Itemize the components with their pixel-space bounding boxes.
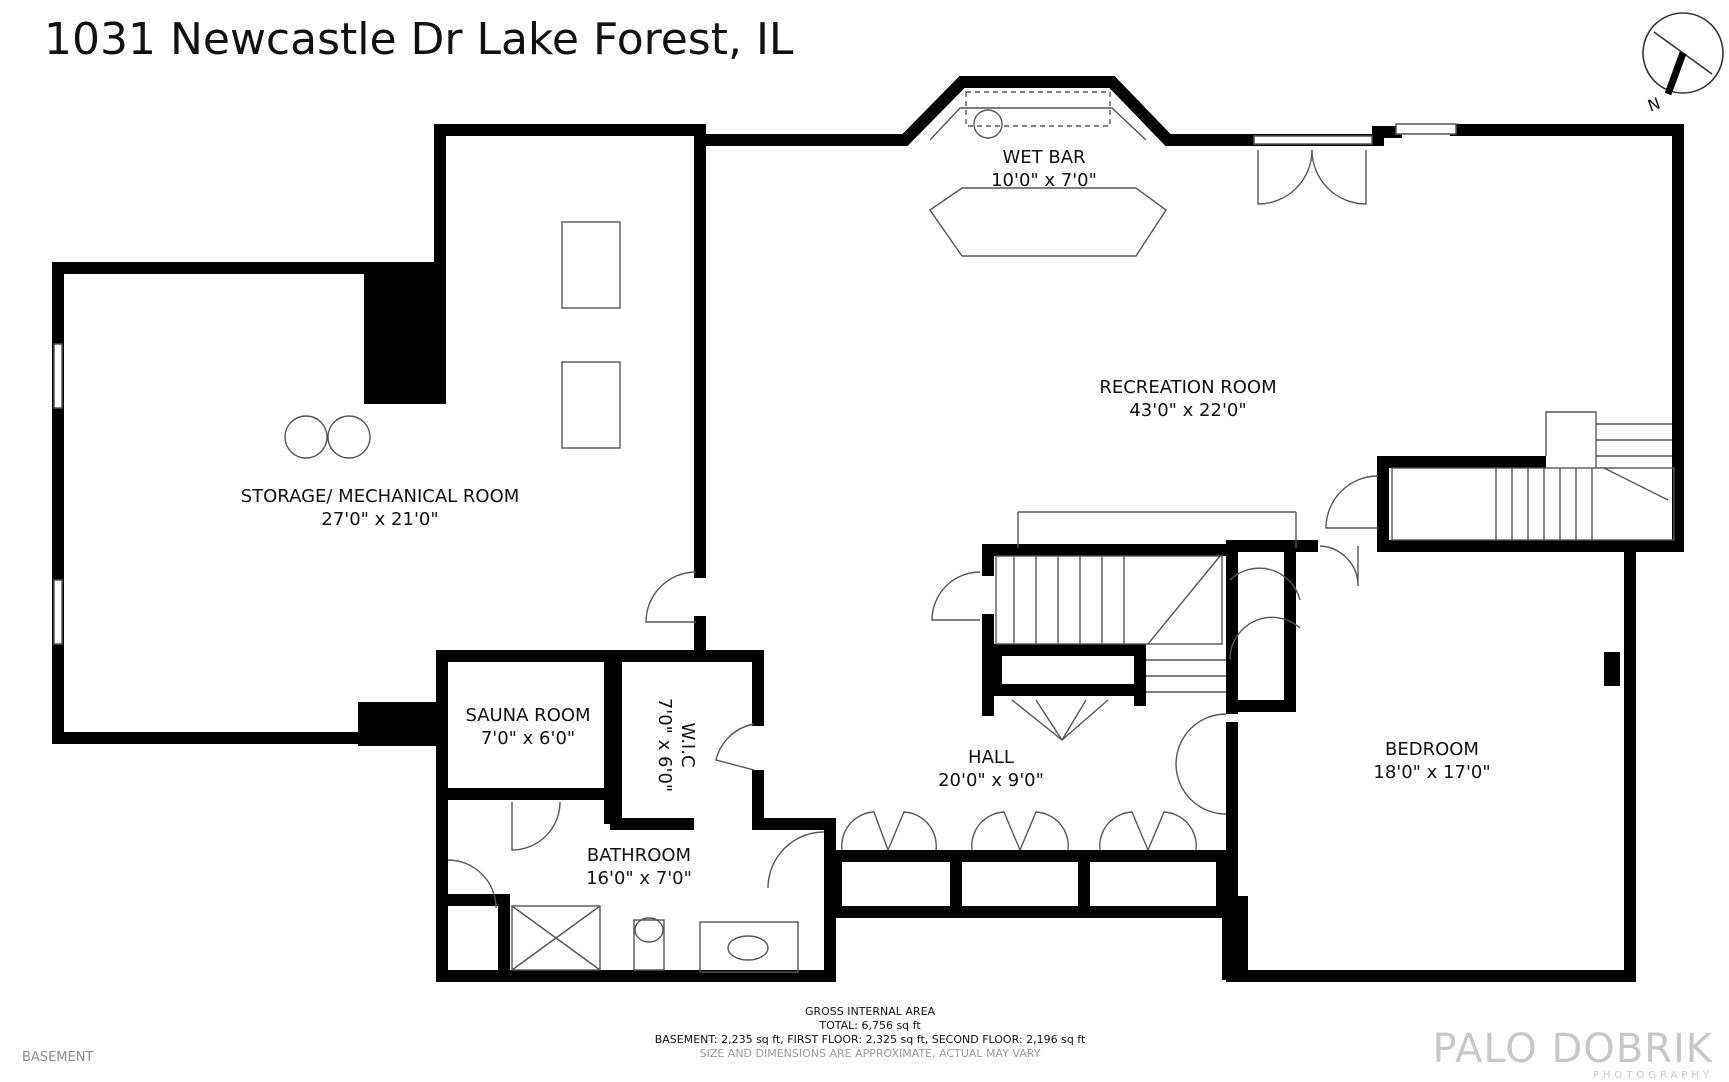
room-dimensions: 16'0" x 7'0"	[586, 868, 692, 889]
room-name: BEDROOM	[1385, 739, 1479, 760]
windows	[53, 123, 1457, 645]
room-dimensions: 10'0" x 7'0"	[991, 170, 1097, 191]
room-dimensions: 7'0" x 6'0"	[480, 728, 576, 749]
room-name: RECREATION ROOM	[1099, 377, 1277, 398]
room-dimensions: 43'0" x 22'0"	[1129, 400, 1247, 421]
room-wet-bar: WET BAR 10'0" x 7'0"	[991, 146, 1097, 192]
area-heading: GROSS INTERNAL AREA	[804, 1005, 936, 1018]
room-recreation: RECREATION ROOM 43'0" x 22'0"	[1099, 376, 1276, 422]
room-dimensions: 20'0" x 9'0"	[938, 770, 1044, 791]
room-dimensions: 18'0" x 17'0"	[1373, 762, 1491, 783]
room-sauna: SAUNA ROOM 7'0" x 6'0"	[465, 704, 590, 750]
area-summary: GROSS INTERNAL AREA TOTAL: 6,756 sq ft B…	[655, 1005, 1086, 1061]
fixtures	[284, 91, 1675, 973]
brand-name: PALO DOBRIK	[1432, 1026, 1713, 1072]
brand-logo: PALO DOBRIK PHOTOGRAPHY	[1432, 1028, 1713, 1082]
compass-icon	[1642, 12, 1724, 96]
room-name: HALL	[968, 747, 1014, 768]
stairs-upper	[1391, 411, 1675, 541]
room-bedroom: BEDROOM 18'0" x 17'0"	[1373, 738, 1490, 784]
brand-tagline: PHOTOGRAPHY	[1592, 1070, 1713, 1081]
room-storage: STORAGE/ MECHANICAL ROOM 27'0" x 21'0"	[241, 485, 520, 531]
doors	[447, 149, 1379, 909]
room-name: BATHROOM	[586, 845, 692, 866]
solid-columns	[358, 262, 1620, 980]
room-wic: W.I.C 7'0" x 6'0"	[653, 698, 699, 792]
area-total: TOTAL: 6,756 sq ft	[819, 1019, 921, 1032]
room-name: STORAGE/ MECHANICAL ROOM	[240, 486, 520, 507]
floor-name: BASEMENT	[22, 1050, 94, 1065]
walls	[52, 76, 1684, 982]
room-name: SAUNA ROOM	[465, 705, 591, 726]
area-by-floor: BASEMENT: 2,235 sq ft, FIRST FLOOR: 2,32…	[654, 1033, 1086, 1046]
room-dimensions: 27'0" x 21'0"	[321, 509, 439, 530]
room-name: WET BAR	[1002, 147, 1086, 168]
area-disclaimer: SIZE AND DIMENSIONS ARE APPROXIMATE, ACT…	[699, 1047, 1041, 1060]
room-hall: HALL 20'0" x 9'0"	[938, 746, 1044, 792]
stairs-middle	[995, 511, 1297, 693]
room-name: W.I.C	[677, 722, 698, 768]
property-address: 1031 Newcastle Dr Lake Forest, IL	[44, 14, 794, 65]
room-bathroom: BATHROOM 16'0" x 7'0"	[586, 844, 692, 890]
room-dimensions: 7'0" x 6'0"	[654, 697, 675, 793]
